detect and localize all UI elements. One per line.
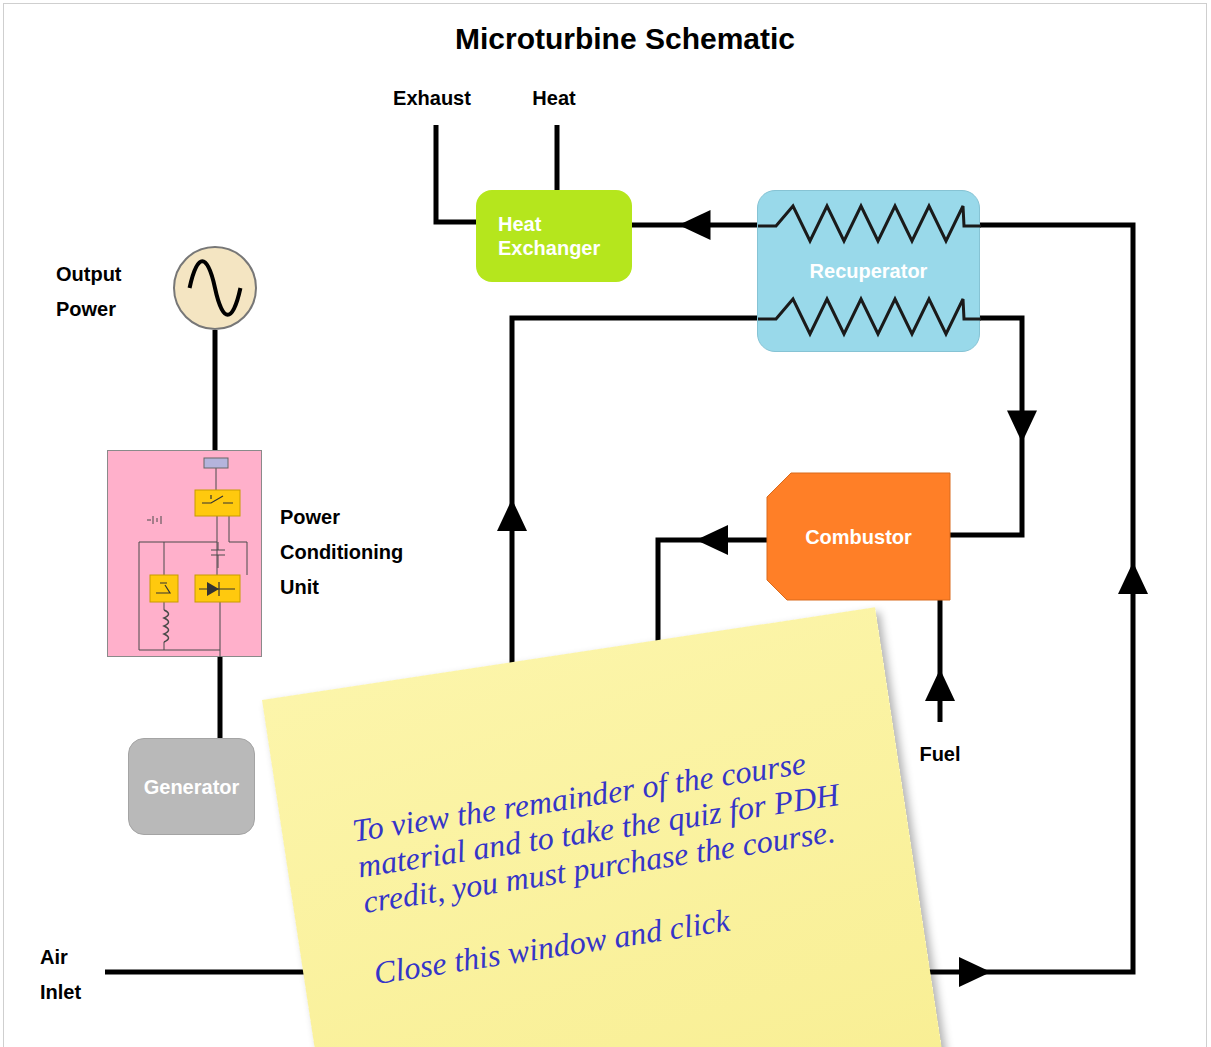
unit-housing [108, 451, 262, 657]
power-conditioning-box: Power Conditioning Unit [107, 450, 262, 657]
node-label: Recuperator [810, 259, 928, 283]
circuit-wire [147, 516, 161, 524]
generator-circle [174, 247, 256, 329]
node-heading: Power Conditioning Unit [280, 500, 430, 605]
recuperator-box: Recuperator [757, 190, 980, 352]
flow-connector [215, 330, 216, 450]
inlet-label: Air Inlet [40, 940, 110, 1010]
connector-line [213, 330, 218, 450]
circuit-wire [220, 602, 221, 657]
node-label: Generator [144, 775, 240, 799]
heat-coil-symbol [758, 299, 981, 334]
node-label: Combustor [805, 525, 912, 549]
sine-wave-symbol [190, 261, 241, 314]
arrowhead [679, 210, 711, 240]
circuit-wire [216, 468, 217, 490]
circuit-block [150, 575, 178, 602]
sticky-note: To view the remainder of the course mate… [262, 607, 953, 1047]
circuit-wire [229, 516, 247, 575]
arrowhead [1007, 411, 1037, 443]
node-outline [476, 190, 632, 282]
connector-line [218, 657, 223, 738]
circuit-wire [211, 542, 225, 568]
node-label: Output Power [56, 257, 156, 327]
inductor-symbol [164, 610, 169, 642]
heat-line [555, 125, 560, 190]
circuit-wire [139, 542, 217, 543]
arrowhead [696, 525, 728, 555]
diode-symbol [207, 582, 219, 596]
combustor-outline [767, 473, 950, 600]
node-outline [107, 450, 262, 657]
switch-symbol [202, 495, 233, 503]
output-terminal [204, 458, 228, 468]
circuit-block [195, 575, 240, 602]
circuit-wire [164, 642, 165, 650]
flow-connector [632, 210, 757, 240]
output-power-circle: Output Power [173, 246, 257, 330]
diode-symbol [199, 582, 235, 596]
outlet-label: Heat [532, 86, 575, 110]
inlet-label: Fuel [919, 742, 960, 766]
pipe-lines [105, 125, 1133, 972]
fuel-line [938, 600, 943, 722]
generator-box: Generator [128, 738, 255, 835]
arrowhead [1118, 562, 1148, 594]
flow-connector [220, 657, 221, 738]
exhaust-line [436, 125, 476, 222]
circuit-illustration [139, 458, 247, 657]
node-label: Heat Exchanger [498, 212, 610, 260]
heat-exchanger-box: Heat Exchanger [476, 190, 632, 282]
circuit-wire [164, 602, 165, 610]
rectifier-symbol [156, 583, 170, 593]
diagram-title: Microturbine Schematic [455, 22, 795, 56]
arrowhead [925, 669, 955, 701]
note-text: To view the remainder of the course mate… [350, 737, 870, 920]
arrowhead [497, 499, 527, 531]
circuit-block [195, 490, 240, 516]
combustor-box: Combustor [767, 473, 950, 600]
outlet-label: Exhaust [393, 86, 471, 110]
node-outline [173, 246, 257, 330]
circuit-wire [217, 516, 218, 575]
node-label: Power Conditioning Unit [280, 500, 430, 605]
heat-coil-symbol [758, 206, 981, 241]
circuit-wire [164, 542, 165, 575]
node-heading: Output Power [56, 257, 156, 327]
arrowhead [959, 957, 991, 987]
